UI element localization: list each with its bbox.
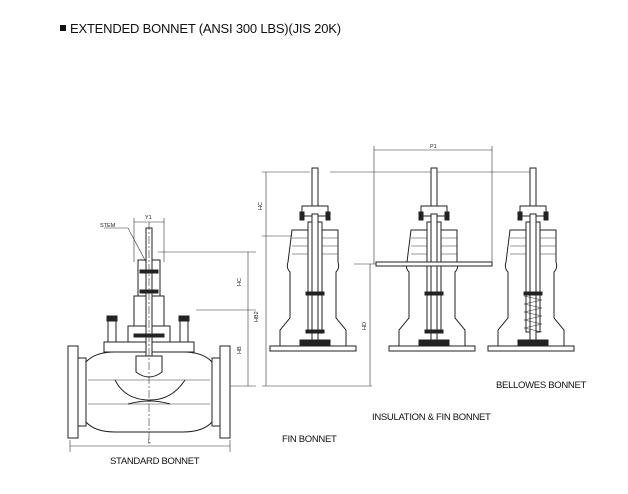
hc-fin-label: HC xyxy=(258,202,264,210)
standard-bonnet-drawing: STEM Y1 HC HB2 HB L xyxy=(67,215,260,452)
hb2-label: HB2 xyxy=(254,311,260,322)
fin-bonnet-drawing: HC HD xyxy=(258,167,380,387)
page-title-text: EXTENDED BONNET (ANSI 300 LBS)(JIS 20K) xyxy=(70,21,341,36)
stem-label: STEM xyxy=(100,223,116,229)
l-label: L xyxy=(148,439,151,445)
bullet-square-icon xyxy=(60,25,66,31)
hb-label: HB xyxy=(237,346,243,354)
y1-label: Y1 xyxy=(145,215,152,221)
caption-fin-bonnet: FIN BONNET xyxy=(282,434,337,445)
bellowes-bonnet-drawing xyxy=(487,167,575,352)
caption-insulation-fin-bonnet: INSULATION & FIN BONNET xyxy=(372,412,491,423)
hc-std-label: HC xyxy=(237,278,243,286)
p1-label: P1 xyxy=(430,144,437,150)
hd-label: HD xyxy=(362,322,368,330)
caption-bellowes-bonnet: BELLOWES BONNET xyxy=(496,380,586,391)
page-title: EXTENDED BONNET (ANSI 300 LBS)(JIS 20K) xyxy=(60,21,341,36)
insulation-fin-bonnet-drawing: P1 xyxy=(330,144,530,352)
caption-standard-bonnet: STANDARD BONNET xyxy=(110,456,200,467)
